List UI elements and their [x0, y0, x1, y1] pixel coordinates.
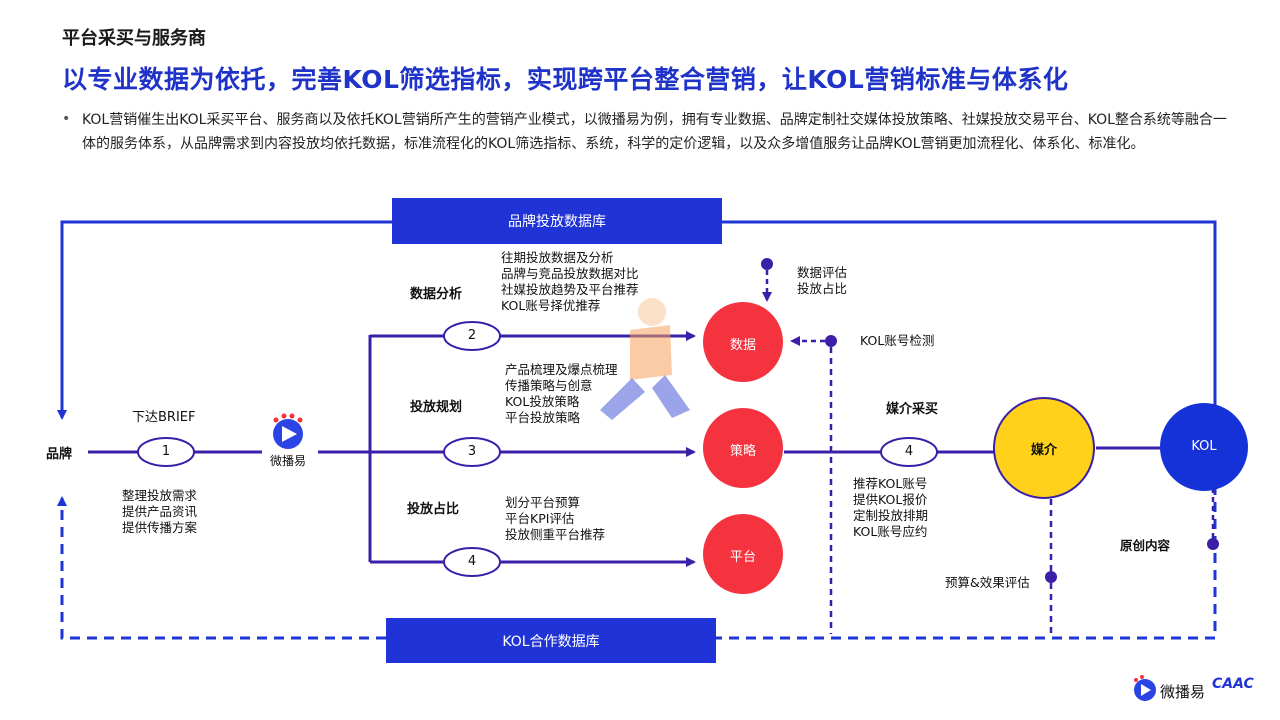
platform-logo-icon — [273, 413, 303, 449]
data-eval-notes: 数据评估 投放占比 — [797, 265, 847, 297]
strategy-node-label: 策略 — [729, 444, 756, 459]
kol-check-label: KOL账号检测 — [860, 333, 935, 348]
planning-note: 平台投放策略 — [505, 410, 581, 425]
bullet-paragraph: KOL营销催生出KOL采买平台、服务商以及依托KOL营销所产生的营销产业模式，以… — [82, 112, 1227, 152]
platform-logo-text: 微播易 — [270, 454, 307, 468]
footer-logo-text: 微播易 — [1160, 683, 1206, 701]
data-node-label: 数据 — [729, 338, 756, 353]
analysis-title: 数据分析 — [410, 287, 463, 302]
footer-logo-icon — [1134, 675, 1156, 701]
step1-number: 1 — [161, 444, 171, 459]
budget-eval-label: 预算&效果评估 — [945, 575, 1030, 590]
headline: 以专业数据为依托，完善KOL筛选指标，实现跨平台整合营销，让KOL营销标准与体系… — [62, 65, 1069, 94]
step4b-number: 4 — [904, 444, 914, 459]
media-note: 推荐KOL账号 — [853, 476, 928, 491]
step2-number: 2 — [467, 328, 477, 343]
step4-number: 4 — [467, 554, 477, 569]
ratio-notes: 划分平台预算 平台KPI评估 投放侧重平台推荐 — [505, 495, 605, 543]
media-note: KOL账号应约 — [853, 524, 928, 539]
original-content-label: 原创内容 — [1120, 538, 1171, 553]
media-notes: 推荐KOL账号 提供KOL报价 定制投放排期 KOL账号应约 — [853, 476, 928, 540]
media-note: 定制投放排期 — [853, 508, 929, 523]
media-note: 提供KOL报价 — [853, 492, 928, 507]
step2-circle — [443, 321, 501, 351]
strategy-node — [703, 408, 783, 488]
platform-node-label: 平台 — [729, 550, 756, 565]
top-feedback-line — [62, 220, 1217, 420]
media-buy-title: 媒介采买 — [886, 402, 939, 417]
ratio-note: 划分平台预算 — [505, 495, 581, 510]
planning-note: KOL投放策略 — [505, 394, 580, 409]
media-node — [993, 397, 1095, 499]
step4b-circle — [880, 437, 938, 467]
analysis-note: 品牌与竞品投放数据对比 — [501, 266, 639, 281]
planning-note: 传播策略与创意 — [505, 378, 593, 393]
data-eval-note: 投放占比 — [797, 281, 848, 296]
data-eval-dot — [761, 258, 773, 270]
budget-eval-dot — [1045, 571, 1057, 583]
planning-note: 产品梳理及爆点梳理 — [505, 362, 618, 377]
caac-logo: CAAC — [1212, 676, 1254, 692]
planning-title: 投放规划 — [410, 400, 463, 415]
ratio-title: 投放占比 — [407, 502, 460, 517]
bullet-dot: • — [62, 111, 71, 127]
step1-circle — [137, 437, 195, 467]
brief-label: 下达BRIEF — [132, 410, 196, 425]
step1-note: 提供产品资讯 — [122, 504, 198, 519]
step1-notes: 整理投放需求 提供产品资讯 提供传播方案 — [122, 488, 197, 536]
runner-illustration — [600, 298, 690, 420]
data-node — [703, 302, 783, 382]
ratio-note: 投放侧重平台推荐 — [505, 527, 606, 542]
original-dot — [1207, 538, 1219, 550]
analysis-note: 社媒投放趋势及平台推荐 — [501, 282, 639, 297]
kol-node-label: KOL — [1191, 439, 1217, 454]
kol-check-dot — [825, 335, 837, 347]
bottom-feedback-line — [62, 485, 1217, 640]
brand-label: 品牌 — [46, 447, 73, 462]
kol-node — [1160, 403, 1248, 491]
planning-notes: 产品梳理及爆点梳理 传播策略与创意 KOL投放策略 平台投放策略 — [505, 362, 618, 426]
step1-note: 提供传播方案 — [122, 520, 198, 535]
kol-database-box: KOL合作数据库 — [386, 618, 716, 663]
analysis-note: KOL账号择优推荐 — [501, 298, 601, 313]
section-title: 平台采买与服务商 — [62, 28, 206, 49]
step1-note: 整理投放需求 — [122, 488, 198, 503]
media-node-label: 媒介 — [1030, 443, 1057, 458]
brand-database-box: 品牌投放数据库 — [392, 198, 722, 244]
step3-number: 3 — [467, 444, 477, 459]
analysis-note: 往期投放数据及分析 — [501, 250, 614, 265]
step3-circle — [443, 437, 501, 467]
analysis-notes: 往期投放数据及分析 品牌与竞品投放数据对比 社媒投放趋势及平台推荐 KOL账号择… — [501, 250, 639, 314]
ratio-note: 平台KPI评估 — [505, 511, 575, 526]
step4-circle — [443, 547, 501, 577]
platform-node — [703, 514, 783, 594]
data-eval-note: 数据评估 — [797, 265, 848, 280]
